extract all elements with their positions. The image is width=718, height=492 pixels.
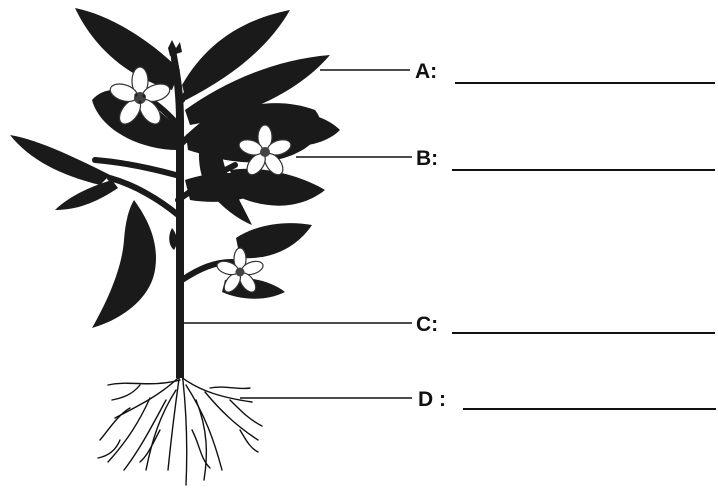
labels: A: B: C: D : xyxy=(415,60,446,411)
roots xyxy=(98,372,262,485)
pepper-bud xyxy=(169,228,177,250)
top-bud xyxy=(168,40,182,56)
label-b: B: xyxy=(416,147,438,170)
pepper-left xyxy=(92,200,156,328)
label-a: A: xyxy=(415,60,437,83)
label-c: C: xyxy=(416,313,438,336)
answer-blanks xyxy=(452,83,716,409)
label-d: D : xyxy=(418,388,446,411)
plant-illustration xyxy=(10,8,340,485)
